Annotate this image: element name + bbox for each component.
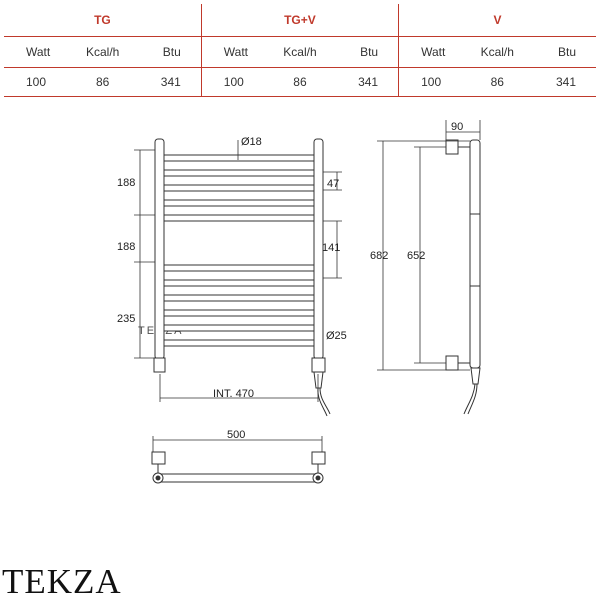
dim-h1: 188 [117,177,135,189]
group-tg-v: TG+V [200,4,399,37]
unit-watt: Watt [398,36,465,68]
dim-h3: 235 [117,313,135,325]
group-v: V [398,4,596,37]
unit-kcal: Kcal/h [69,36,136,68]
rail [163,214,315,222]
table-row: 100 86 341 100 86 341 100 86 341 [4,67,596,97]
dim-total-h: 682 [370,250,388,262]
rail [163,339,315,347]
top-view [151,436,326,484]
left-column [154,138,165,360]
value-kcal: 86 [69,67,136,97]
rail [163,169,315,177]
value-btu: 341 [530,67,596,97]
value-kcal: 86 [267,67,333,97]
dim-gap: 47 [327,178,339,190]
value-watt: 100 [398,67,465,97]
power-cable [319,387,331,415]
rail [163,309,315,317]
value-kcal: 86 [464,67,531,97]
unit-btu: Btu [530,36,596,68]
dim-col-dia: Ø25 [326,330,347,342]
value-watt: 100 [4,67,70,97]
power-cable [463,383,476,415]
group-header-row: TG TG+V V [4,4,596,37]
unit-btu: Btu [135,36,202,68]
electric-element [313,371,324,389]
unit-btu: Btu [332,36,399,68]
power-cable [467,383,478,415]
left-cap [153,357,166,373]
side-column [469,139,481,369]
dim-gap2: 141 [322,242,340,254]
wall-bracket [151,451,166,465]
spec-table: TG TG+V V Watt Kcal/h Btu Watt Kcal/h Bt… [4,4,596,97]
rail [163,324,315,332]
top-bar [155,473,321,483]
brand-logo: TEKZA [2,562,122,601]
unit-header-row: Watt Kcal/h Btu Watt Kcal/h Btu Watt Kca… [4,36,596,68]
rails [163,154,315,347]
rail [163,199,315,207]
value-btu: 341 [135,67,202,97]
unit-watt: Watt [4,36,70,68]
unit-watt: Watt [200,36,268,68]
dim-inner-h: 652 [407,250,425,262]
unit-kcal: Kcal/h [267,36,333,68]
front-view [134,138,342,417]
dim-depth: 90 [451,121,463,133]
rail [163,294,315,302]
wall-bracket [311,451,326,465]
dim-int: INT. 470 [213,388,254,400]
group-tg: TG [4,4,202,37]
rail [163,184,315,192]
wall-bracket [445,355,459,371]
power-cable [317,387,328,417]
side-view [377,120,481,415]
wall-bracket [445,139,459,155]
dim-tube-dia: Ø18 [241,136,262,148]
value-btu: 341 [332,67,399,97]
value-watt: 100 [200,67,268,97]
rail [163,264,315,272]
dim-h2: 188 [117,241,135,253]
unit-kcal: Kcal/h [464,36,531,68]
electric-element [470,367,481,385]
rail [163,279,315,287]
rail [163,154,315,162]
right-cap [311,357,326,373]
dim-width: 500 [227,429,245,441]
